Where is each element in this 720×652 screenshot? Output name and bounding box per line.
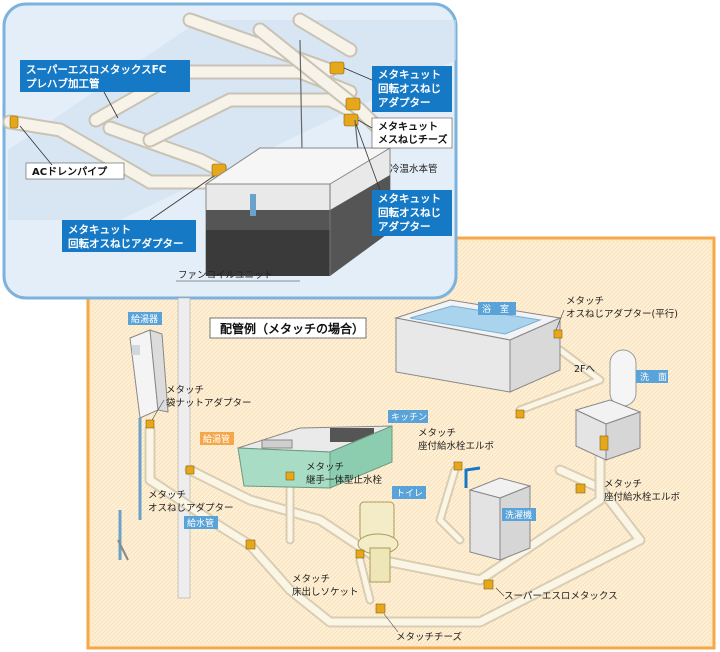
fittings	[145, 329, 609, 614]
floor-socket-l2: 床出しソケット	[292, 586, 359, 598]
label-to-2f: 2Fへ	[574, 364, 596, 375]
male-adapter-l1: メタッチ	[148, 490, 186, 501]
callout-rot-adapter-c: メタキュット 回転オスねじアダプター	[62, 175, 215, 252]
cold-pipe-tag: 給水管	[184, 516, 218, 529]
room-washer: 洗濯機	[505, 509, 532, 521]
callout-rot-adapter-b: メタキュット 回転オスねじ アダプター	[355, 123, 452, 236]
prehab-pipe-line2: プレハブ加工管	[26, 77, 100, 90]
toilet	[357, 501, 399, 583]
wash-basin	[574, 349, 642, 461]
fan-coil-inset	[2, 2, 458, 300]
elbow-right-l1: メタッチ	[604, 479, 642, 490]
rot-adapter-b-l1: メタキュット	[378, 193, 441, 205]
water-heater	[129, 329, 169, 419]
room-hot-pipe: 給湯管	[203, 433, 230, 445]
stopcock-l2: 継手一体型止水栓	[306, 474, 383, 486]
tee-label: メタッチチーズ	[396, 631, 463, 643]
callout-chilled-main: 冷温水本管	[390, 163, 438, 175]
female-tee-l2: メスねじチーズ	[378, 133, 448, 146]
elbow-center-l1: メタッチ	[418, 428, 456, 439]
label-elbow-center: メタッチ 座付給水栓エルボ	[418, 428, 495, 452]
to-2f-label: 2Fへ	[574, 364, 596, 375]
label-bag-nut: メタッチ 袋ナットアダプター	[151, 385, 252, 421]
rot-adapter-b-l2: 回転オスねじ	[378, 206, 441, 219]
callout-ac-drain: ACドレンパイプ	[19, 125, 125, 180]
male-parallel-l1: メタッチ	[566, 296, 604, 307]
bag-nut-l1: メタッチ	[166, 385, 204, 396]
room-kitchen: キッチン	[391, 412, 427, 423]
label-elbow-right: メタッチ 座付給水栓エルボ	[604, 479, 681, 503]
elbow-center-l2: 座付給水栓エルボ	[418, 440, 495, 452]
male-parallel-l2: オスねじアダプター(平行)	[566, 308, 678, 320]
male-adapter-l2: オスねじアダプター	[148, 502, 234, 514]
floor-socket-l1: メタッチ	[292, 574, 330, 585]
room-heater: 給湯器	[131, 313, 158, 325]
fan-coil-label: ファンコイルユニット	[178, 270, 273, 281]
main-title: 配管例（メタッチの場合）	[220, 321, 364, 336]
ac-drain-label: ACドレンパイプ	[32, 165, 108, 178]
bathtub	[394, 299, 562, 393]
callout-prehab-pipe: スーパーエスロメタックスFC プレハブ加工管	[20, 60, 190, 119]
label-male-adapter: メタッチ オスねじアダプター	[148, 490, 234, 514]
label-male-parallel: メタッチ オスねじアダプター(平行)	[555, 296, 678, 331]
rot-adapter-c-l1: メタキュット	[68, 224, 131, 236]
rot-adapter-c-l2: 回転オスねじアダプター	[68, 237, 184, 250]
label-super-eslo: スーパーエスロメタックス	[495, 587, 618, 602]
kitchen-counter	[237, 425, 393, 489]
label-tee: メタッチチーズ	[383, 613, 463, 643]
bag-nut-l2: 袋ナットアダプター	[166, 397, 252, 409]
rot-adapter-a-l3: アダプター	[378, 96, 431, 109]
hot-pipe-tag: 給湯管	[200, 432, 234, 445]
room-washroom: 洗 面	[640, 371, 667, 383]
super-eslo-label: スーパーエスロメタックス	[504, 591, 618, 602]
prehab-pipe-line1: スーパーエスロメタックスFC	[26, 64, 167, 76]
room-cold-pipe: 給水管	[187, 517, 214, 529]
pipe-network	[144, 345, 646, 628]
chilled-main-label: 冷温水本管	[390, 163, 438, 175]
female-tee-l1: メタキュット	[378, 121, 438, 133]
callout-rot-adapter-a: メタキュット 回転オスねじ アダプター	[343, 66, 452, 112]
rot-adapter-a-l2: 回転オスねじ	[378, 82, 441, 95]
room-bath: 浴 室	[482, 303, 509, 315]
elbow-right-l2: 座付給水栓エルボ	[604, 491, 681, 503]
main-title-box: 配管例（メタッチの場合）	[209, 317, 367, 339]
room-toilet: トイレ	[396, 489, 423, 499]
callout-fan-coil: ファンコイルユニット	[176, 270, 300, 282]
rot-adapter-b-l3: アダプター	[378, 220, 431, 233]
callout-female-tee: メタキュット メスねじチーズ	[357, 117, 453, 149]
label-stopcock: メタッチ 継手一体型止水栓	[306, 462, 383, 486]
label-floor-socket: メタッチ 床出しソケット	[292, 574, 359, 598]
washing-machine	[464, 466, 532, 561]
rot-adapter-a-l1: メタキュット	[378, 69, 441, 81]
stopcock-l1: メタッチ	[306, 462, 344, 473]
